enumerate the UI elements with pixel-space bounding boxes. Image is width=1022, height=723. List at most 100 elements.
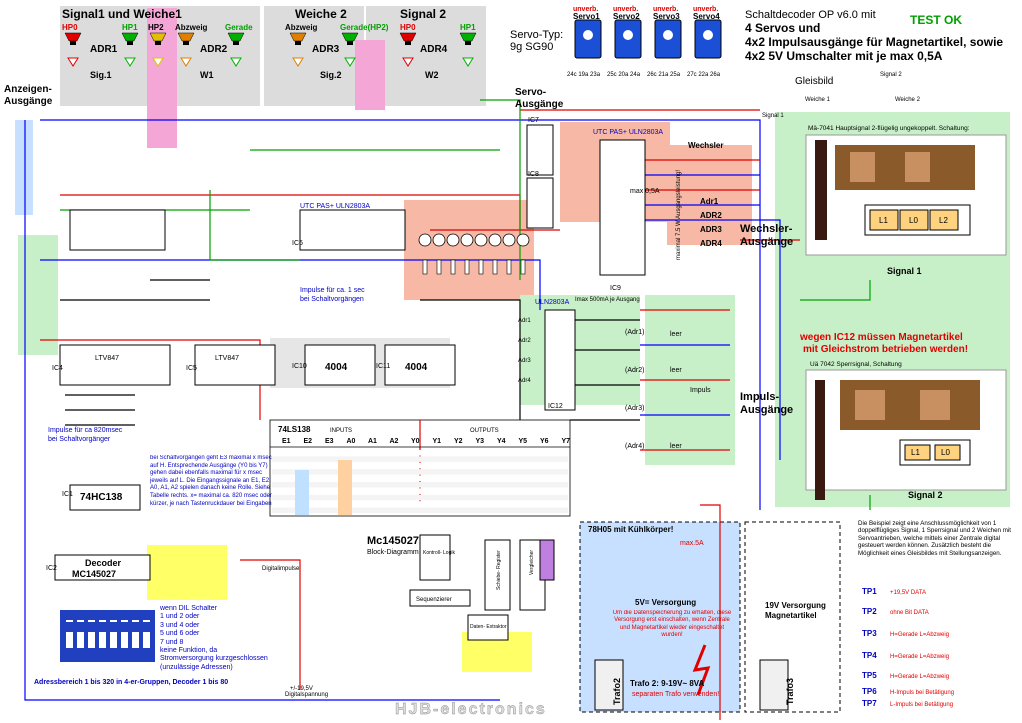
impulse-1s-note: Impulse für ca. 1 sec bei Schaltvorgänge… [300, 287, 367, 303]
lamp-base [405, 41, 411, 45]
header-title-3: 4x2 Impulsausgänge für Magnetartikel, so… [745, 35, 1003, 49]
wiring [24, 99, 871, 720]
signal2-label: Signal 2 [908, 490, 943, 500]
impulse-imax: Imax 500mA je Ausgang [575, 297, 640, 303]
signal-photo-top [815, 140, 975, 240]
tt-row [272, 475, 568, 482]
dil-lever [88, 622, 95, 632]
resistor-symbol [422, 259, 428, 275]
tp-name-1: TP1 [862, 587, 877, 596]
tt-outputs: OUTPUTS [470, 428, 499, 434]
tt-row [272, 488, 568, 494]
resistor-symbol [520, 259, 526, 275]
example-note-box: Die Beispiel zeigt eine Anschlussmöglich… [858, 520, 1011, 557]
sig-label-1: Sig.1 [90, 70, 112, 80]
servo-pins-3: 26c 21a 25a [647, 72, 681, 78]
ic-blocks [54, 124, 646, 662]
impulse-leer-3: leer [670, 443, 682, 450]
digital-label: Digitalspannung [285, 692, 328, 698]
transistor-symbol [488, 233, 502, 247]
tt-row [272, 482, 568, 488]
dil-slot [121, 620, 128, 648]
servo-name-2: Servo2 [613, 12, 640, 21]
sig-label-2: W1 [200, 70, 214, 80]
transistor-symbol [460, 233, 474, 247]
trafo2-label: Trafo2 [612, 678, 622, 705]
impulse-adr-4: (Adr4) [625, 443, 644, 450]
ic10-part: 4004 [325, 362, 348, 373]
tt-body [270, 446, 570, 515]
ic6-label: IC6 [292, 240, 303, 247]
tp-desc-2: ohne Bit DATA [890, 610, 929, 616]
ic2-label: IC2 [46, 565, 57, 572]
wechsler-adr-1: Adr1 [700, 197, 719, 206]
tp-name-4: TP4 [862, 651, 877, 660]
tt-highlight-blue [295, 470, 309, 515]
coil-2: L0 [909, 216, 918, 225]
tp-desc-5: H=Gerade L=Abzweig [890, 674, 949, 680]
sig-label-3: Sig.2 [320, 70, 342, 80]
wechsler-max: max 0,5A [630, 188, 660, 195]
tt-highlight-orange [338, 460, 352, 515]
impulse-leer-1: leer [670, 367, 682, 374]
tt-col-y5: Y5 [519, 438, 528, 445]
trafo2-title: Trafo 2: 9-19V~ 8VA [630, 679, 705, 688]
tt-col-y6: Y6 [540, 438, 549, 445]
header-title-2: 4 Servos und [745, 21, 820, 35]
tt-col-a2: A2 [390, 438, 399, 445]
lamp-label-9: HP1 [460, 23, 476, 32]
tt-col-e3: E3 [325, 438, 334, 445]
tp-desc-3: H=Gerade L=Abzweig [890, 632, 949, 638]
signal-lamps [64, 32, 477, 67]
servo-name-1: Servo1 [573, 12, 600, 21]
resistor-symbol [478, 259, 484, 275]
transistor-symbol [418, 233, 432, 247]
dil-lever [66, 622, 73, 632]
servo-horn [703, 30, 713, 40]
dil-switch [66, 620, 150, 648]
tt-row [272, 507, 568, 514]
coil-4: L1 [911, 448, 920, 457]
tt-col-y2: Y2 [454, 438, 463, 445]
power-warning: Um die Datenspeicherung zu erhalten, die… [612, 610, 732, 639]
lamp-label-5: Gerade [225, 23, 253, 32]
impulse-bus-3: Adr3 [518, 358, 531, 364]
adr-label-1: ADR1 [90, 44, 118, 55]
impulse-bus-4: Adr4 [518, 378, 531, 384]
coil-3: L2 [939, 216, 948, 225]
tp-name-2: TP2 [862, 607, 877, 616]
signal-lamp [289, 32, 307, 42]
servo-horn [583, 30, 593, 40]
lamp-label-3: HP2 [148, 23, 164, 32]
led-symbol [180, 57, 192, 67]
v5-title: 78H05 mit Kühlkörper! [588, 525, 673, 534]
lamp-base [233, 41, 239, 45]
ic12-label: IC12 [548, 403, 563, 410]
trafo3-label: Trafo3 [785, 678, 795, 705]
adr-label-2: ADR2 [200, 44, 228, 55]
gleisbild-label: Gleisbild [795, 76, 833, 87]
lamp-base [465, 41, 471, 45]
brand-footer: HJB-electronics [395, 701, 547, 718]
transistor-row [418, 233, 530, 275]
max5a-label: max.5A [680, 540, 704, 547]
block-kontroll: Kontroll- Logik [423, 550, 455, 556]
lamp-label-1: HP0 [62, 23, 78, 32]
led-symbol [152, 57, 164, 67]
ic10-label: IC10 [292, 363, 307, 370]
signal-lamp [341, 32, 359, 42]
led-symbol [462, 57, 474, 67]
photo-top-caption: Mä-7041 Hauptsignal 2-flügelig ungekoppe… [808, 125, 970, 132]
ic2-part-1: Decoder [85, 558, 122, 568]
wechsler-note: maximal 7.5 W Ausgangsleistung! [676, 170, 682, 260]
transistor-symbol [474, 233, 488, 247]
servo-typ-label: Servo-Typ: [510, 29, 563, 41]
decoder-note: bei Schaltvorgängen geht E3 maximal x ms… [150, 455, 272, 507]
servo-name-4: Servo4 [693, 12, 720, 21]
transistor-symbol [516, 233, 530, 247]
wechsler-adr-3: ADR3 [700, 225, 722, 234]
block-schiebe: Schiebe- Register [496, 550, 502, 590]
ic5-part: LTV847 [215, 355, 239, 362]
servo-pins-1: 24c 19a 23a [567, 72, 601, 78]
